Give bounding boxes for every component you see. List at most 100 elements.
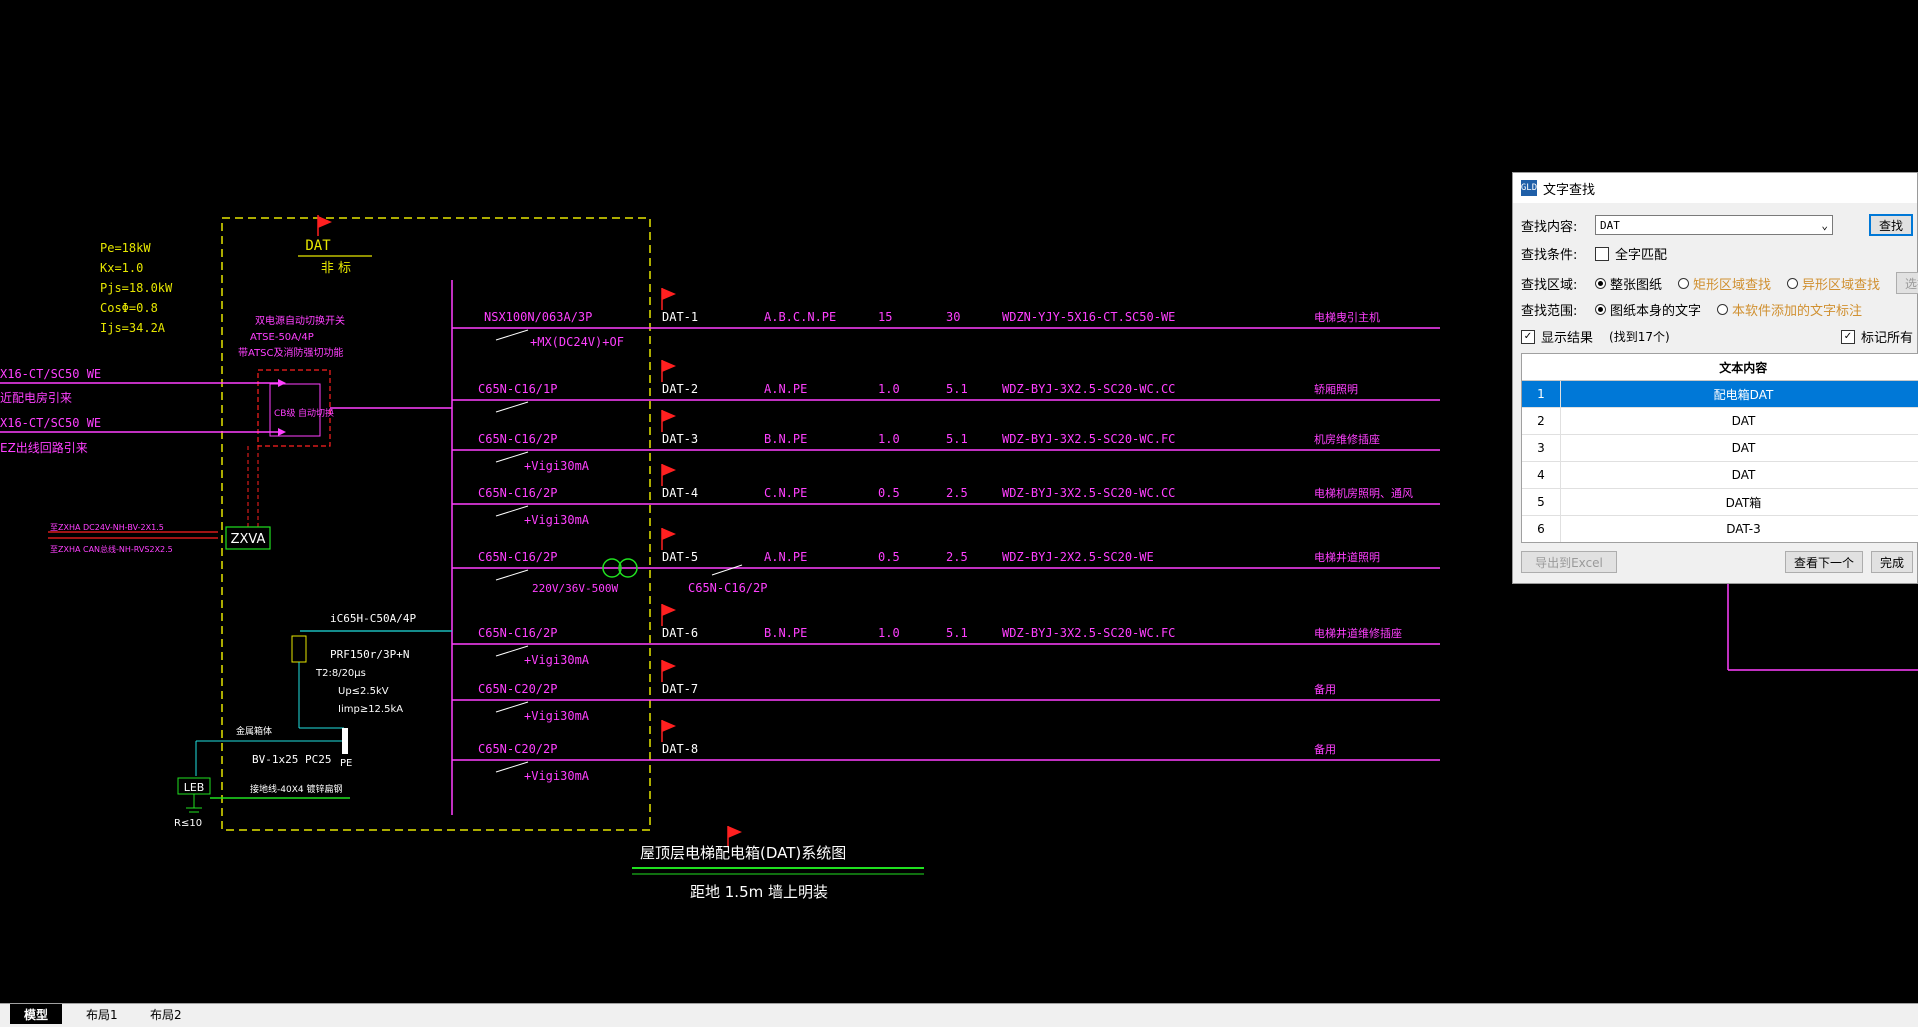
rcd-label: +Vigi30mA: [524, 653, 590, 667]
circuit-cable: WDZ-BYJ-3X2.5-SC20-WC.CC: [1002, 486, 1175, 500]
circuit-flag: [662, 720, 676, 732]
export-excel-button[interactable]: 导出到Excel: [1521, 551, 1617, 573]
panel-tag: DAT: [305, 238, 331, 254]
circuit-cable: WDZN-YJY-5X16-CT.SC50-WE: [1002, 310, 1175, 324]
circuit-use: 电梯曳引主机: [1314, 310, 1380, 324]
panel-sub: 非 标: [321, 261, 351, 276]
rcd-label: +Vigi30mA: [524, 769, 590, 783]
ctrl-line-2: 至ZXHA CAN总线-NH-RVS2X2.5: [50, 544, 173, 554]
layout-tab-bar: 模型 布局1 布局2: [0, 1003, 1918, 1027]
drawing-caption-sub: 距地 1.5m 墙上明装: [690, 883, 828, 901]
resistance-label: R≤10: [174, 818, 202, 829]
result-index: 5: [1522, 489, 1561, 516]
tab-model[interactable]: 模型: [10, 1004, 62, 1024]
ats-box: [258, 370, 330, 446]
find-button[interactable]: 查找: [1869, 214, 1913, 236]
circuit-current: 2.5: [946, 486, 968, 500]
result-text: DAT箱: [1561, 489, 1918, 516]
circuit-id: DAT-5: [662, 550, 698, 564]
area-poly-radio[interactable]: [1787, 278, 1798, 289]
breaker-label: C65N-C20/2P: [478, 682, 557, 696]
bv-label: BV-1x25 PC25: [252, 753, 331, 766]
circuit-current: 2.5: [946, 550, 968, 564]
param-kx: Kx=1.0: [100, 261, 143, 275]
area-label: 查找区域:: [1521, 274, 1589, 293]
circuit-id: DAT-2: [662, 382, 698, 396]
result-index: 2: [1522, 408, 1561, 435]
mark-all-label: 标记所有: [1861, 327, 1913, 346]
index-header: [1522, 354, 1561, 381]
param-pjs: Pjs=18.0kW: [100, 281, 173, 295]
tab-layout2[interactable]: 布局2: [136, 1004, 196, 1024]
circuit-use: 轿厢照明: [1314, 382, 1358, 396]
dat5-breaker2: C65N-C16/2P: [688, 581, 767, 595]
done-button[interactable]: 完成: [1871, 551, 1913, 573]
result-text: DAT: [1561, 408, 1918, 435]
load-params: Pe=18kW Kx=1.0 Pjs=18.0kW CosΦ=0.8 Ijs=3…: [100, 241, 173, 335]
found-count: (找到17个): [1609, 328, 1670, 345]
next-result-button[interactable]: 查看下一个: [1785, 551, 1863, 573]
rcd-label: +Vigi30mA: [524, 513, 590, 527]
select-button[interactable]: 选择: [1896, 272, 1918, 294]
area-rect-label: 矩形区域查找: [1693, 274, 1771, 293]
results-table[interactable]: 文本内容 1配电箱DAT2DAT3DAT4DAT5DAT箱6DAT-37DAT-…: [1521, 353, 1918, 543]
tab-layout1[interactable]: 布局1: [72, 1004, 132, 1024]
ats-inner2: 自动切换: [298, 407, 334, 419]
ats-line1: 双电源自动切换开关: [255, 314, 345, 327]
scope-added-label: 本软件添加的文字标注: [1732, 300, 1862, 319]
circuit-current: 30: [946, 310, 960, 324]
incoming-2-sub: EZ出线回路引来: [0, 440, 88, 455]
circuit-use: 备用: [1314, 742, 1336, 756]
area-rect-radio[interactable]: [1678, 278, 1689, 289]
spd-5: Iimp≥12.5kA: [338, 704, 403, 715]
drawing-caption: 屋顶层电梯配电箱(DAT)系统图: [640, 844, 846, 862]
circuit-current: 5.1: [946, 432, 968, 446]
area-whole-radio[interactable]: [1595, 278, 1606, 289]
dialog-titlebar[interactable]: GLD 文字查找: [1513, 173, 1917, 203]
breaker-symbol: [496, 402, 528, 412]
circuit-use: 电梯井道维修插座: [1314, 626, 1402, 640]
circuit-power: 1.0: [878, 432, 900, 446]
breaker-symbol: [496, 570, 528, 580]
ground-label: 接地线-40X4 镀锌扁钢: [250, 783, 342, 795]
find-input[interactable]: DAT ⌄: [1595, 215, 1833, 235]
scope-drawing-radio[interactable]: [1595, 304, 1606, 315]
breaker-label: C65N-C16/2P: [478, 486, 557, 500]
circuit-phase: C.N.PE: [764, 486, 807, 500]
circuit-id: DAT-7: [662, 682, 698, 696]
scope-drawing-label: 图纸本身的文字: [1610, 300, 1701, 319]
ats-line3: 带ATSC及消防强切功能: [238, 346, 344, 359]
show-results-checkbox[interactable]: ✓: [1521, 330, 1535, 344]
ats-annotations: 双电源自动切换开关 ATSE-50A/4P 带ATSC及消防强切功能: [238, 314, 345, 359]
circuit-use: 电梯井道照明: [1314, 550, 1380, 564]
circuit-flag: [662, 528, 676, 540]
chevron-down-icon[interactable]: ⌄: [1821, 219, 1828, 232]
breaker-label: C65N-C16/1P: [478, 382, 557, 396]
result-index: 6: [1522, 516, 1561, 543]
whole-word-checkbox[interactable]: [1595, 247, 1609, 261]
scope-added-radio[interactable]: [1717, 304, 1728, 315]
circuit-phase: A.N.PE: [764, 382, 807, 396]
app-icon: GLD: [1521, 180, 1537, 196]
find-label: 查找内容:: [1521, 216, 1589, 235]
circuit-flag: [662, 464, 676, 476]
circuit-id: DAT-1: [662, 310, 698, 324]
circuit-id: DAT-4: [662, 486, 698, 500]
circuit-use: 备用: [1314, 682, 1336, 696]
result-row[interactable]: 7DAT-4: [1522, 543, 1918, 544]
circuit-flag: [662, 660, 676, 672]
circuit-use: 机房维修插座: [1314, 432, 1380, 446]
circuit-phase: B.N.PE: [764, 432, 807, 446]
mark-all-checkbox[interactable]: ✓: [1841, 330, 1855, 344]
breaker-label: C65N-C16/2P: [478, 432, 557, 446]
param-ijs: Ijs=34.2A: [100, 321, 166, 335]
circuit-phase: A.B.C.N.PE: [764, 310, 836, 324]
circuit-use: 电梯机房照明、通风: [1314, 486, 1413, 500]
